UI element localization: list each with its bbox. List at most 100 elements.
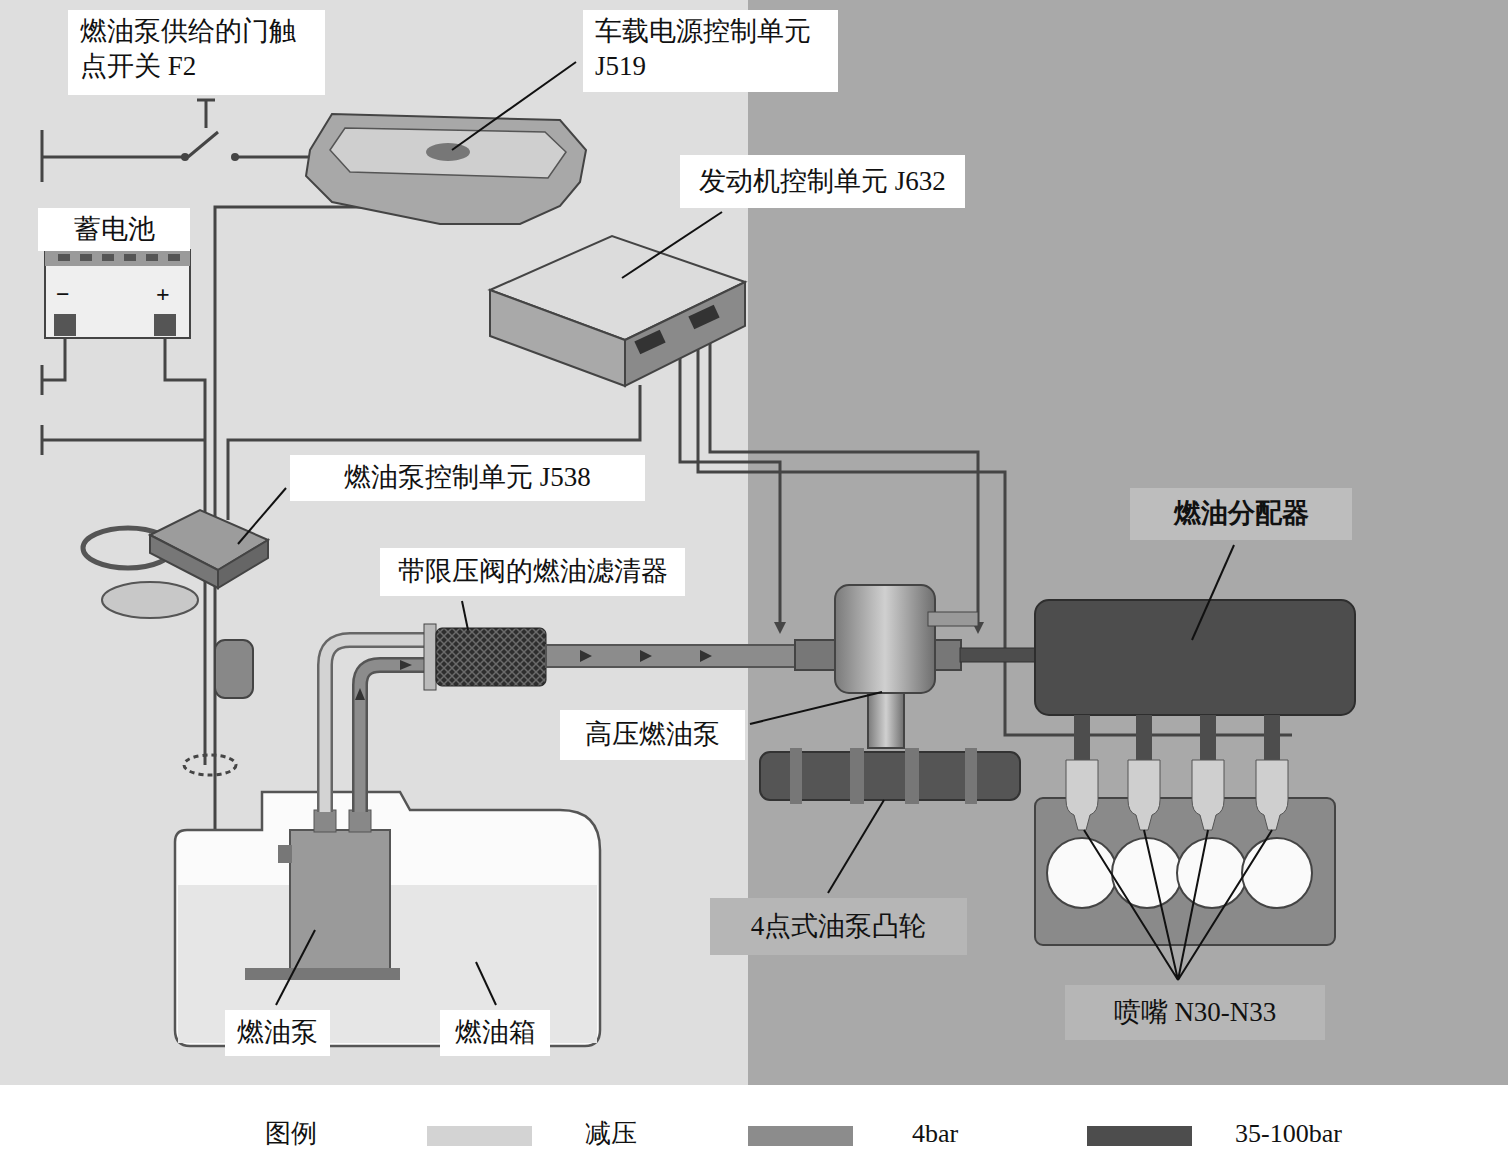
- injector-stem: [1136, 715, 1152, 760]
- cylinder: [1177, 838, 1247, 908]
- leader-lines: [238, 62, 1272, 1005]
- filter-flange: [424, 624, 436, 690]
- connector-plug: [215, 640, 253, 698]
- callout-box: 喷嘴 N30-N33: [1065, 985, 1325, 1040]
- ecu-front: [625, 282, 745, 386]
- feed-line: [546, 645, 798, 667]
- arrow-head: [774, 622, 786, 634]
- cam-ring: [965, 748, 977, 804]
- high-pressure-pump: [835, 585, 935, 693]
- injector: [1128, 760, 1160, 830]
- wire: [235, 156, 312, 159]
- cell: [168, 254, 180, 261]
- cell: [58, 254, 70, 261]
- pump-fitting: [795, 640, 837, 670]
- unit-socket: [426, 143, 470, 161]
- wire: [42, 425, 205, 455]
- cylinder: [1242, 838, 1312, 908]
- pump-fitting: [935, 640, 961, 670]
- wiring: [42, 100, 1292, 852]
- cylinder: [1112, 838, 1182, 908]
- switch-contact: [231, 153, 239, 161]
- callout-box: 燃油泵: [225, 1010, 330, 1056]
- pump-plunger: [868, 693, 904, 748]
- cam-rings: [790, 748, 977, 804]
- injector-stem: [1074, 715, 1090, 760]
- leader-line: [828, 800, 884, 893]
- injector: [1192, 760, 1224, 830]
- wire: [710, 330, 978, 625]
- cam-ring: [790, 748, 802, 804]
- battery-terminal: [154, 314, 176, 336]
- cell: [102, 254, 114, 261]
- cylinder: [1047, 838, 1117, 908]
- pump-outlet: [314, 810, 336, 832]
- callout-text: 高压燃油泵: [585, 717, 720, 752]
- ecu-connector: [634, 330, 665, 355]
- callout-text: 燃油泵控制单元 J538: [344, 460, 591, 495]
- callout-text: 喷嘴 N30-N33: [1114, 995, 1277, 1030]
- injector-stem: [1264, 715, 1280, 760]
- injector: [1256, 760, 1288, 830]
- callout-text: 4点式油泵凸轮: [751, 909, 927, 944]
- callout-text: 蓄电池: [74, 212, 155, 247]
- leader-line: [1084, 830, 1272, 980]
- flow-arrow: [640, 650, 652, 662]
- fuel-tank: [175, 792, 600, 1046]
- wire: [42, 156, 185, 159]
- legend-text: 4bar: [912, 1118, 958, 1149]
- legend-swatch: [748, 1126, 853, 1146]
- battery-body: [45, 250, 190, 338]
- module-side: [150, 535, 218, 588]
- pump-plug: [278, 845, 292, 863]
- callout-text: 燃油泵供给的门触点开关 F2: [80, 14, 313, 84]
- callout-text: 燃油泵: [237, 1015, 318, 1050]
- switch-blade: [188, 132, 218, 157]
- ecu-connector: [688, 305, 719, 330]
- ecu-side: [490, 290, 625, 386]
- high-pressure-line: [960, 648, 1038, 662]
- pipe-outline: [325, 640, 430, 812]
- callout-box: 高压燃油泵: [560, 710, 745, 760]
- callout-text: 发动机控制单元 J632: [699, 164, 946, 199]
- flow-arrow: [700, 650, 712, 662]
- injector-stem: [1200, 715, 1216, 760]
- wire: [215, 207, 440, 852]
- battery-terminal: [54, 314, 76, 336]
- leader-line: [238, 488, 286, 544]
- legend-swatch: [427, 1126, 532, 1146]
- pipe-outline: [360, 665, 430, 812]
- callout-box: 燃油分配器: [1130, 488, 1352, 540]
- symbol-label: 图例: [265, 1118, 317, 1149]
- return-pipe: [325, 640, 430, 812]
- callout-text: 车载电源控制单元 J519: [595, 14, 826, 84]
- callout-box: 燃油泵控制单元 J538: [290, 455, 645, 501]
- legend-swatch: [1087, 1126, 1192, 1146]
- cam-ring: [905, 748, 919, 804]
- unit-top: [330, 128, 566, 178]
- pump-outlet: [349, 810, 371, 832]
- callout-box: 带限压阀的燃油滤清器: [380, 548, 685, 596]
- callout-text: 燃油分配器: [1174, 496, 1309, 531]
- callout-box: 燃油泵供给的门触点开关 F2: [68, 10, 325, 95]
- leader-line: [750, 692, 882, 724]
- module-front: [218, 540, 268, 588]
- symbol-label: −: [56, 280, 70, 309]
- leader-line: [476, 962, 496, 1005]
- battery-top: [45, 250, 190, 266]
- fuel-rail: [1035, 600, 1355, 715]
- callout-box: 发动机控制单元 J632: [680, 155, 965, 208]
- wire: [680, 335, 780, 625]
- wire: [42, 338, 65, 395]
- flow-arrow: [400, 660, 412, 670]
- fuel-filter: [436, 628, 546, 686]
- supply-pipe: [360, 665, 430, 812]
- callout-text: 燃油箱: [455, 1015, 536, 1050]
- leader-line: [276, 930, 315, 1005]
- callout-text: 带限压阀的燃油滤清器: [398, 554, 668, 589]
- leader-line: [462, 601, 468, 630]
- pump-valve: [928, 612, 978, 626]
- power-control-unit: [306, 114, 586, 224]
- legend-text: 35-100bar: [1235, 1118, 1342, 1149]
- pump-base: [245, 968, 400, 980]
